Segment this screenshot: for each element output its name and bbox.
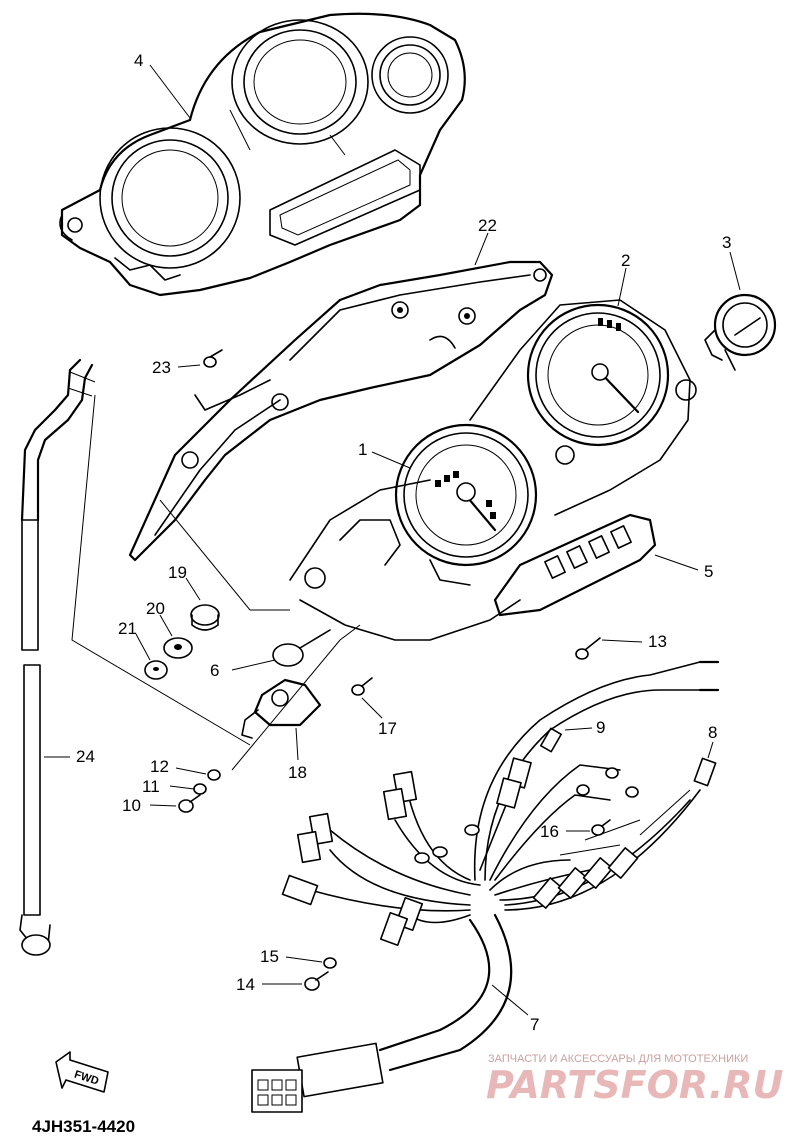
callout-14: 14 [236,975,255,994]
drive-unit-part-18 [241,678,322,739]
fwd-arrow-icon: FWD [55,1051,109,1093]
watermark-logo: PARTSFOR.RU [486,1063,784,1107]
callout-3: 3 [722,233,731,252]
callout-6: 6 [210,661,219,680]
gauge-part-3 [704,293,777,371]
bracket-part-22 [128,260,554,562]
screw-part-10 [178,794,201,813]
callout-9: 9 [596,718,605,737]
bulb-part-9 [540,727,562,753]
screw-part-16 [591,819,611,836]
callout-16: 16 [540,822,559,841]
callout-10: 10 [122,796,141,815]
callout-8: 8 [708,723,717,742]
diagram-code: 4JH351-4420 [32,1117,135,1136]
callout-2: 2 [621,251,630,270]
callout-7: 7 [530,1015,539,1034]
callout-4: 4 [134,51,143,70]
washer-part-20 [163,637,193,659]
callout-20: 20 [146,599,165,618]
bulb-part-8 [693,757,717,787]
callout-12: 12 [150,757,169,776]
callout-13: 13 [648,632,667,651]
gear-part-6 [272,629,331,667]
speedometer-part-1 [289,423,538,641]
collar-part-12 [207,769,221,781]
callout-21: 21 [118,619,137,638]
callout-19: 19 [168,563,187,582]
tachometer-part-2 [469,299,697,516]
screw-part-17 [351,677,373,696]
wire-harness-part-7 [251,660,720,1113]
callout-18: 18 [288,763,307,782]
callout-22: 22 [478,216,497,235]
washer-part-15 [323,957,337,969]
callout-11: 11 [142,777,160,796]
indicator-panel-part-5 [493,513,657,617]
callout-17: 17 [378,719,397,738]
screw-part-14 [304,971,329,991]
screw-part-23 [203,349,223,368]
washer-part-11 [193,783,207,795]
callout-23: 23 [152,358,171,377]
callout-24: 24 [76,747,95,766]
callout-1: 1 [358,440,367,459]
nut-part-21 [144,660,168,680]
grommet-part-19 [190,604,220,631]
screw-part-13 [575,637,601,660]
callout-5: 5 [704,562,713,581]
speedometer-cable-part-24 [19,358,96,956]
watermark-tagline: ЗАПЧАСТИ И АКСЕССУАРЫ ДЛЯ МОТОТЕХНИКИ [488,1053,748,1065]
callout-15: 15 [260,947,279,966]
meter-cover-part-4 [59,12,466,297]
